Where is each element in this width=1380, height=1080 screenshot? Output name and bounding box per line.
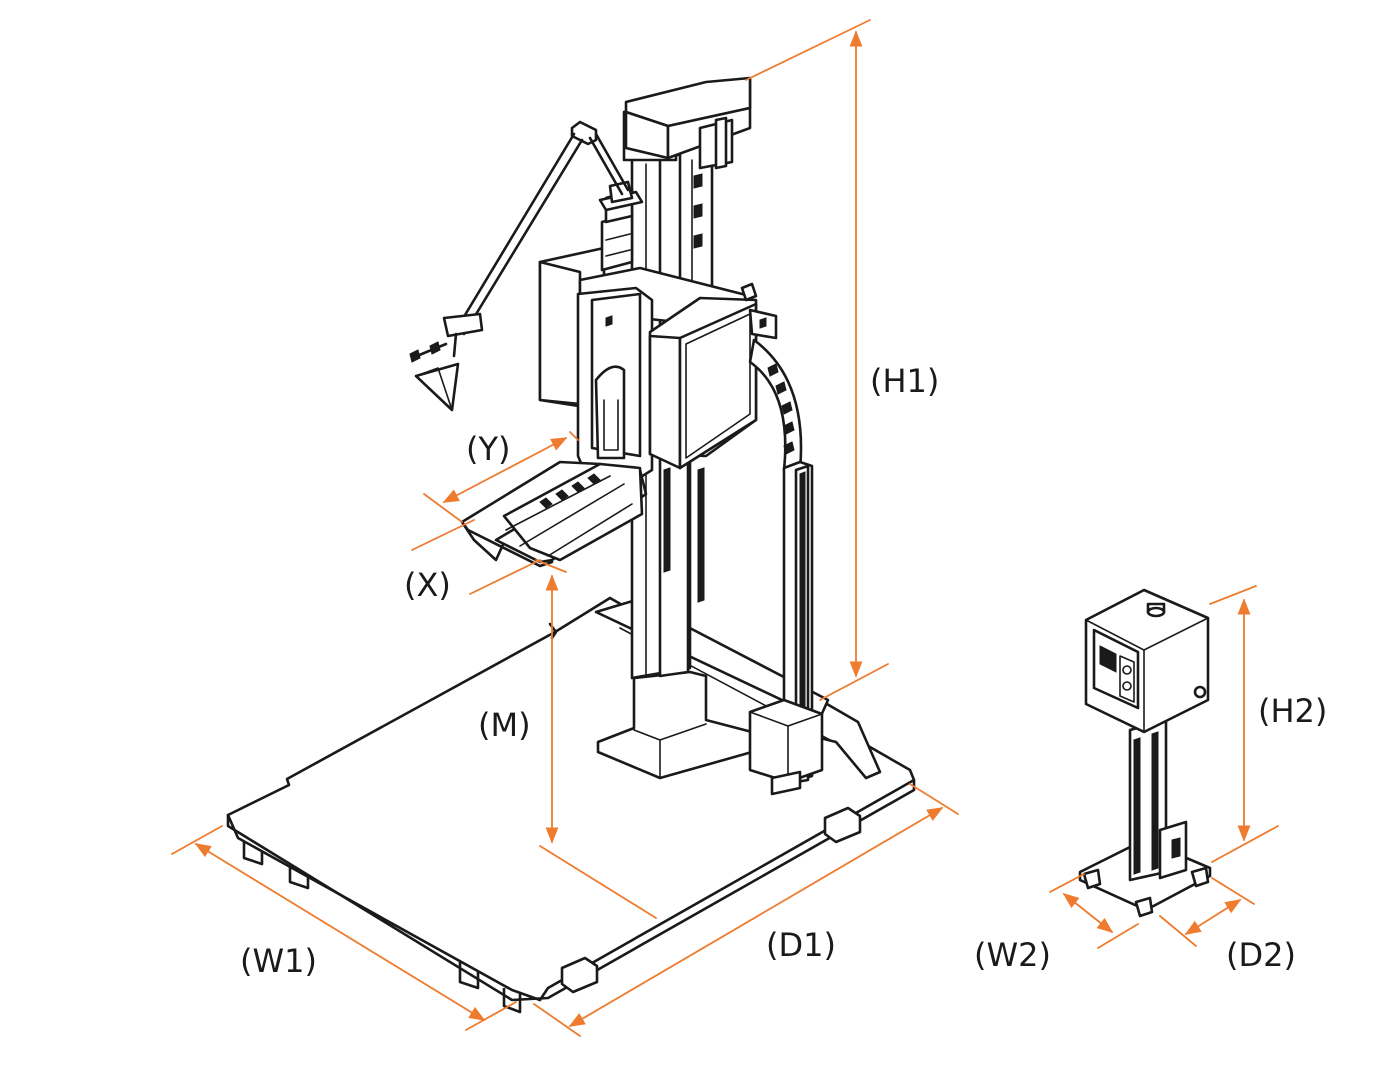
dim-line-w2 [1062, 892, 1114, 934]
dim-line-d1 [568, 807, 944, 1027]
dimension-labels: (H1) (Y) (X) (M) (W1) (D1) (H2) (W2) (D2… [240, 362, 1327, 980]
dim-line-d2 [1184, 899, 1242, 935]
label-h2: (H2) [1258, 692, 1327, 730]
label-d1: (D1) [766, 926, 836, 964]
label-h1: (H1) [870, 362, 939, 400]
label-m: (M) [478, 706, 531, 744]
cable-chain [748, 338, 824, 796]
dim-line-w1 [194, 843, 486, 1021]
label-w2: (W2) [974, 936, 1051, 974]
controller-stand [1078, 588, 1212, 918]
label-x: (X) [404, 566, 451, 604]
dimension-lines [171, 19, 1279, 1037]
hanging-arm [409, 120, 630, 412]
dim-line-y [442, 437, 568, 503]
label-w1: (W1) [240, 942, 317, 980]
carriage-assembly [538, 180, 778, 482]
label-y: (Y) [466, 430, 511, 468]
label-d2: (D2) [1226, 936, 1296, 974]
